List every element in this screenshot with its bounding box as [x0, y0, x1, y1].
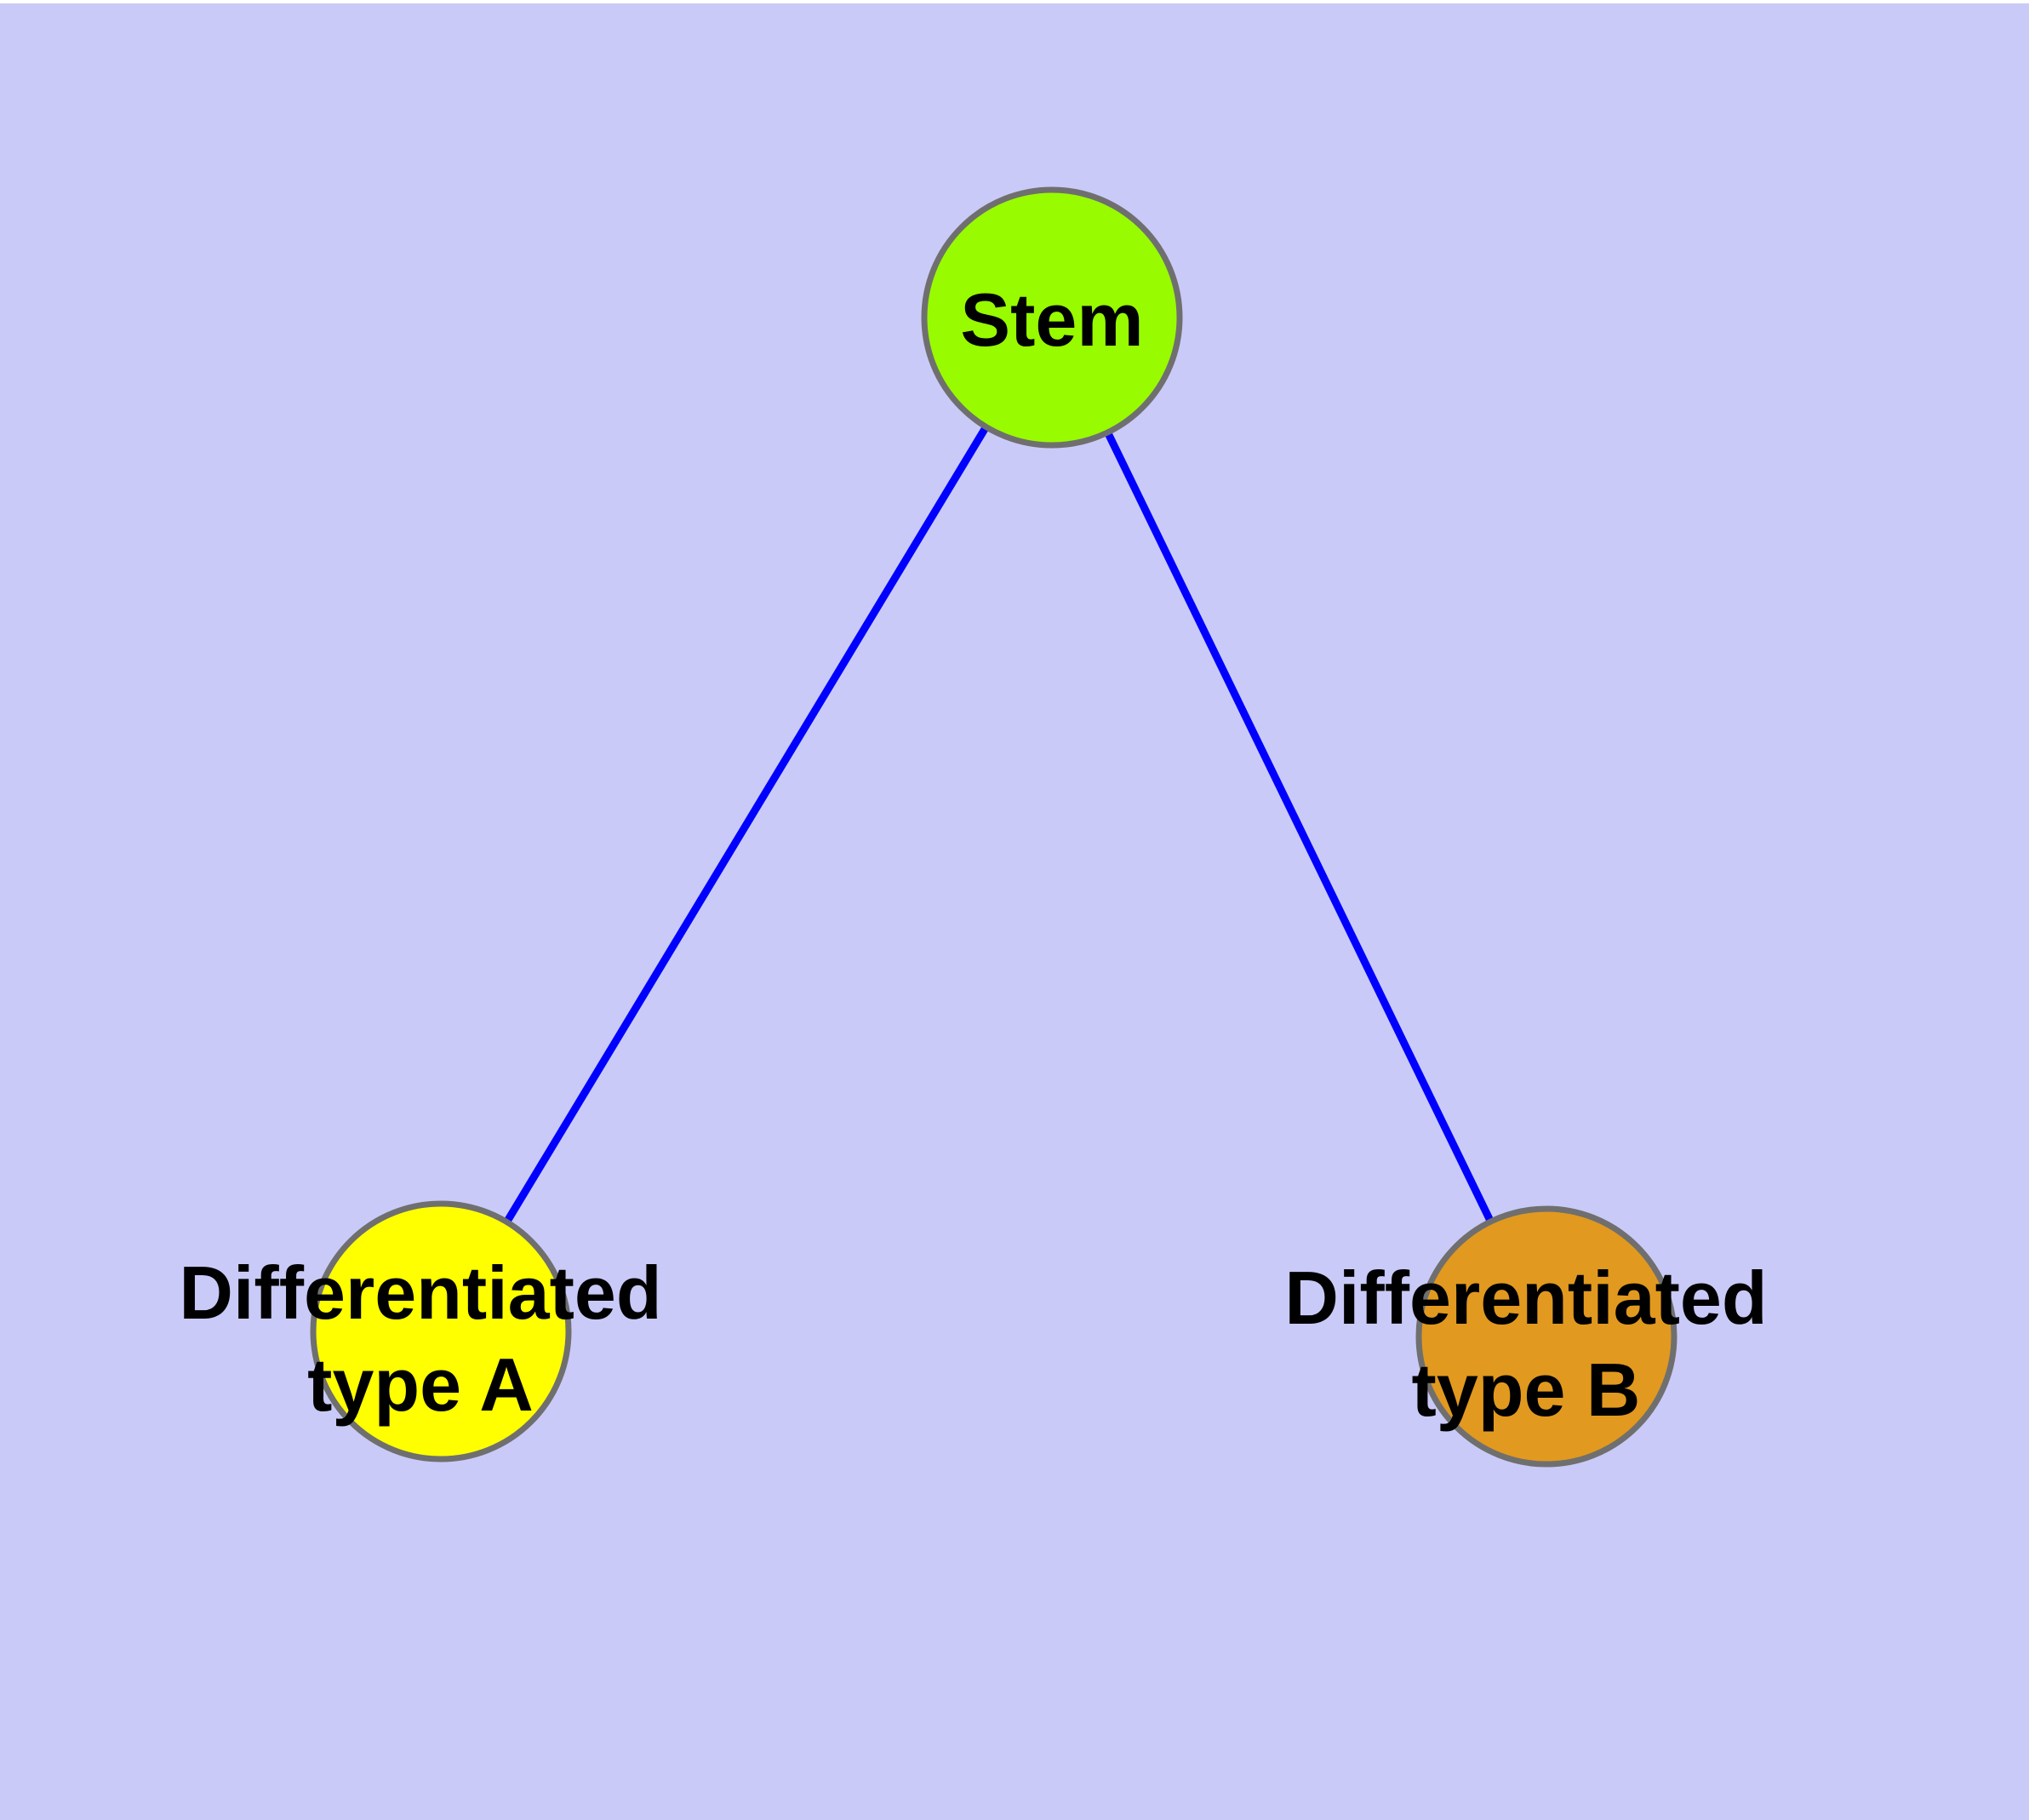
type-a-label-line1: Differentiated [179, 1251, 661, 1335]
edge-stem-to-type-b [1048, 316, 1551, 1338]
edge-stem-to-type-a [437, 315, 1055, 1334]
type-b-node-circle [1415, 1205, 1677, 1468]
type-a-label-line2: type A [307, 1342, 534, 1427]
type-b-label-line1: Differentiated [1284, 1256, 1767, 1340]
stem-node-label: Stem [960, 278, 1143, 362]
type-a-node-circle [310, 1200, 572, 1462]
stem-node-circle [921, 186, 1183, 449]
type-b-label-line2: type B [1412, 1348, 1641, 1432]
